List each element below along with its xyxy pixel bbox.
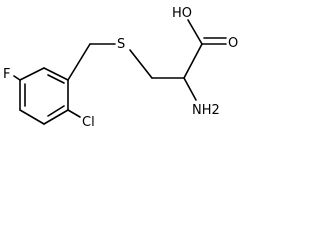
ring-double-bond-2 (47, 105, 65, 117)
bond-ring-fluorine (13, 75, 21, 81)
benzene-ring (19, 67, 69, 125)
bond-carboxyl-hydroxyl (187, 19, 203, 45)
ring-bond-c1-c2 (43, 67, 69, 81)
bond-ring-ch2 (67, 43, 91, 81)
atom-label-carbonyl-oxygen: O (228, 36, 238, 51)
bond-ring-chlorine (67, 109, 81, 118)
bond-calpha-carboxyl (183, 43, 203, 79)
ring-bond-c6-c1 (19, 67, 45, 81)
ring-bond-c4-c5 (19, 109, 45, 125)
atom-label-amino: NH2 (192, 103, 220, 118)
atom-label-chlorine: Cl (82, 115, 95, 130)
bond-sulfur-ch2 (129, 49, 153, 79)
atom-label-hydroxyl: HO (172, 6, 192, 21)
ring-double-bond-1 (47, 74, 65, 84)
atom-label-fluorine: F (3, 67, 10, 82)
bond-calpha-amine (183, 77, 197, 101)
ring-bond-c3-c4 (43, 109, 69, 125)
atom-label-sulfur: S (117, 37, 125, 52)
chemical-structure: HO O S F Cl NH2 (3, 6, 238, 130)
